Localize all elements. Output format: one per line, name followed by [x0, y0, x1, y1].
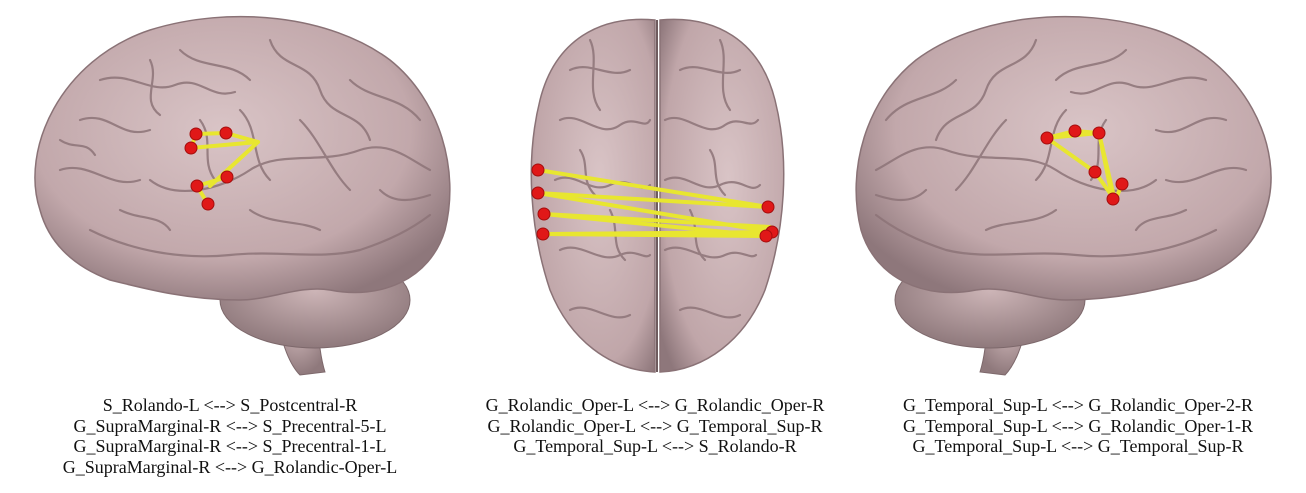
caption-line: G_Temporal_Sup-L <--> G_Temporal_Sup-R: [850, 436, 1306, 457]
node: [537, 228, 549, 240]
node: [538, 208, 550, 220]
caption-line: G_Rolandic_Oper-L <--> G_Rolandic_Oper-R: [460, 395, 850, 416]
node: [190, 128, 202, 140]
caption-left-lateral: S_Rolando-L <--> S_Postcentral-R G_Supra…: [0, 395, 460, 477]
caption-line: G_SupraMarginal-R <--> S_Precentral-5-L: [0, 416, 460, 437]
node: [1069, 125, 1081, 137]
node: [532, 164, 544, 176]
node: [1107, 193, 1119, 205]
node: [1093, 127, 1105, 139]
node: [221, 171, 233, 183]
node: [1041, 132, 1053, 144]
node: [532, 187, 544, 199]
caption-posterior: G_Rolandic_Oper-L <--> G_Rolandic_Oper-R…: [460, 395, 850, 457]
node: [762, 201, 774, 213]
node: [760, 230, 772, 242]
node: [1116, 178, 1128, 190]
brain-posterior-image: [460, 0, 850, 385]
node: [185, 142, 197, 154]
caption-line: G_Rolandic_Oper-L <--> G_Temporal_Sup-R: [460, 416, 850, 437]
caption-line: G_Temporal_Sup-L <--> S_Rolando-R: [460, 436, 850, 457]
brain-right-lateral-image: [850, 0, 1306, 385]
panel-right-lateral: G_Temporal_Sup-L <--> G_Rolandic_Oper-2-…: [850, 0, 1306, 385]
node: [202, 198, 214, 210]
panel-left-lateral: S_Rolando-L <--> S_Postcentral-R G_Supra…: [0, 0, 460, 385]
caption-right-lateral: G_Temporal_Sup-L <--> G_Rolandic_Oper-2-…: [850, 395, 1306, 457]
node: [191, 180, 203, 192]
node: [220, 127, 232, 139]
caption-line: G_SupraMarginal-R <--> G_Rolandic-Oper-L: [0, 457, 460, 478]
caption-line: G_Temporal_Sup-L <--> G_Rolandic_Oper-2-…: [850, 395, 1306, 416]
brain-left-lateral-image: [0, 0, 460, 385]
panel-posterior: G_Rolandic_Oper-L <--> G_Rolandic_Oper-R…: [460, 0, 850, 385]
node: [1089, 166, 1101, 178]
caption-line: G_SupraMarginal-R <--> S_Precentral-1-L: [0, 436, 460, 457]
caption-line: S_Rolando-L <--> S_Postcentral-R: [0, 395, 460, 416]
caption-line: G_Temporal_Sup-L <--> G_Rolandic_Oper-1-…: [850, 416, 1306, 437]
